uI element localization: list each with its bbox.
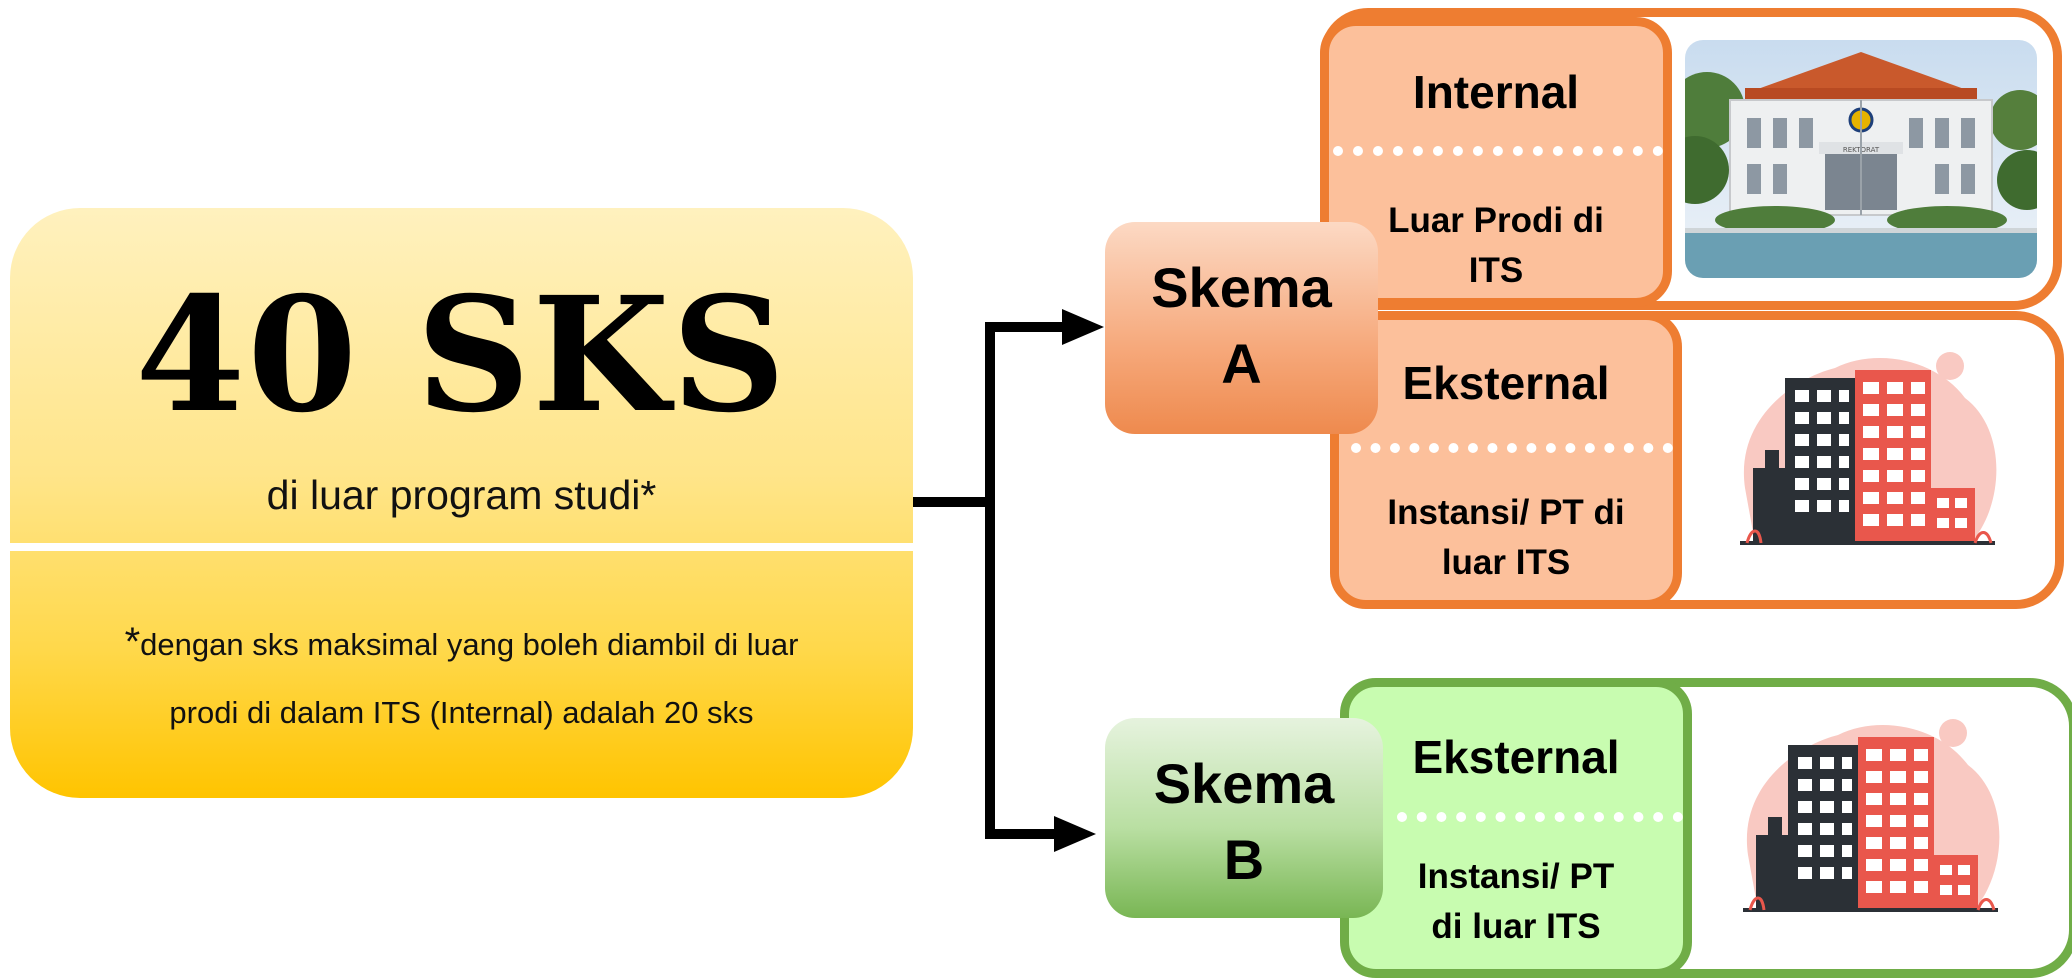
eksternal-b-desc-line-2: di luar ITS xyxy=(1431,907,1601,946)
arrow-head-b xyxy=(1054,816,1096,852)
office-building-illustration-a xyxy=(1725,338,2015,558)
internal-desc-line-1: Luar Prodi di xyxy=(1388,201,1604,240)
skema-a-line-2: A xyxy=(1221,332,1262,395)
eksternal-b-dotted-divider xyxy=(1397,812,1683,822)
eksternal-a-desc: Instansi/ PT di luar ITS xyxy=(1339,488,1673,588)
internal-dotted-divider xyxy=(1333,146,1663,156)
main-title: 40 SKS xyxy=(135,263,788,448)
eksternal-panel-b: Eksternal Instansi/ PT di luar ITS xyxy=(1340,678,1692,978)
eksternal-a-desc-line-1: Instansi/ PT di xyxy=(1387,493,1625,532)
main-subtitle: di luar program studi* xyxy=(266,472,657,518)
office-building-icon xyxy=(1743,719,2000,912)
note-star: * xyxy=(124,620,141,664)
note-line-2: prodi di dalam ITS (Internal) adalah 20 … xyxy=(169,695,754,730)
connector-branch-b xyxy=(985,829,1057,839)
eksternal-a-desc-line-2: luar ITS xyxy=(1441,543,1571,582)
skema-a-box: Skema A xyxy=(1105,222,1378,434)
internal-desc-line-2: ITS xyxy=(1468,251,1524,290)
internal-panel: Internal Luar Prodi di ITS xyxy=(1320,17,1672,307)
main-card: 40 SKS di luar program studi* *dengan sk… xyxy=(10,208,913,798)
campus-building-illustration: REKTORAT xyxy=(1685,40,2037,278)
main-note: *dengan sks maksimal yang boleh diambil … xyxy=(70,608,853,747)
skema-b-line-1: Skema xyxy=(1153,752,1335,815)
eksternal-b-title: Eksternal xyxy=(1412,731,1620,783)
campus-building-photo: REKTORAT xyxy=(1685,40,2037,278)
eksternal-panel-a: Eksternal Instansi/ PT di luar ITS xyxy=(1330,311,1682,609)
arrow-head-a xyxy=(1062,309,1104,345)
skema-a-line-1: Skema xyxy=(1151,256,1332,319)
office-building-icon xyxy=(1740,352,1997,545)
internal-desc: Luar Prodi di ITS xyxy=(1329,196,1663,296)
eksternal-b-desc: Instansi/ PT di luar ITS xyxy=(1349,852,1683,952)
internal-title: Internal xyxy=(1412,66,1580,118)
eksternal-a-dotted-divider xyxy=(1351,443,1673,453)
skema-b-line-2: B xyxy=(1223,828,1265,891)
eksternal-b-desc-line-1: Instansi/ PT xyxy=(1417,857,1615,896)
note-line-1: dengan sks maksimal yang boleh diambil d… xyxy=(140,627,799,662)
connector-branch-a xyxy=(985,322,1065,332)
connector-vertical xyxy=(985,322,995,839)
skema-b-box: Skema B xyxy=(1105,718,1383,918)
eksternal-a-title: Eksternal xyxy=(1402,357,1610,409)
office-building-illustration-b xyxy=(1728,705,2018,925)
connector-stem xyxy=(913,497,993,507)
main-divider xyxy=(10,543,913,551)
